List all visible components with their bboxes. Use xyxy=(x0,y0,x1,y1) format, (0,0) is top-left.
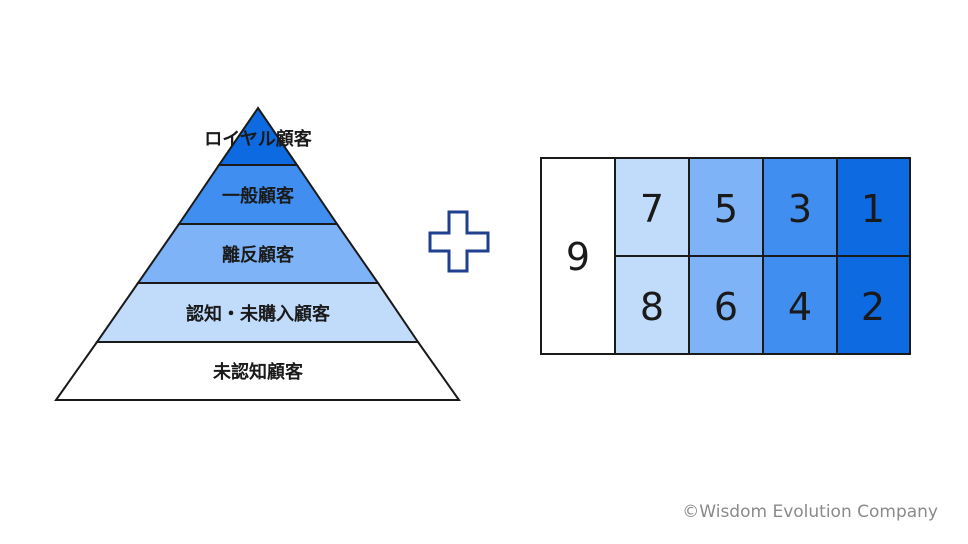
grid-number-5: 5 xyxy=(714,187,738,231)
pyramid-label-aware-unpurchased: 認知・未購入顧客 xyxy=(186,303,331,325)
grid-number-3: 3 xyxy=(788,187,812,231)
grid-number-9: 9 xyxy=(566,235,590,279)
grid-number-2: 2 xyxy=(861,285,885,329)
copyright-notice: ©Wisdom Evolution Company xyxy=(682,502,938,522)
pyramid-label-general: 一般顧客 xyxy=(222,185,295,207)
plus-icon xyxy=(428,210,490,273)
grid-cell-3 xyxy=(762,157,838,257)
grid-cell-9 xyxy=(540,157,616,355)
grid-cell-2 xyxy=(836,255,911,355)
grid-number-8: 8 xyxy=(640,285,664,329)
pyramid-tier-unaware xyxy=(54,341,461,401)
segment-grid: 9 7 5 3 1 8 6 4 2 xyxy=(540,157,911,355)
grid-cell-6 xyxy=(688,255,764,355)
grid-number-4: 4 xyxy=(788,285,812,329)
customer-pyramid: ロイヤル顧客 一般顧客 離反顧客 認知・未購入顧客 未認知顧客 xyxy=(54,106,461,401)
grid-number-6: 6 xyxy=(714,285,738,329)
pyramid-label-churned: 離反顧客 xyxy=(222,244,295,266)
grid-number-1: 1 xyxy=(861,187,885,231)
grid-cell-4 xyxy=(762,255,838,355)
pyramid-label-unaware: 未認知顧客 xyxy=(213,361,304,383)
grid-cell-1 xyxy=(836,157,911,257)
pyramid-label-loyal: ロイヤル顧客 xyxy=(204,128,312,150)
grid-cell-7 xyxy=(614,157,690,257)
grid-number-7: 7 xyxy=(640,187,664,231)
